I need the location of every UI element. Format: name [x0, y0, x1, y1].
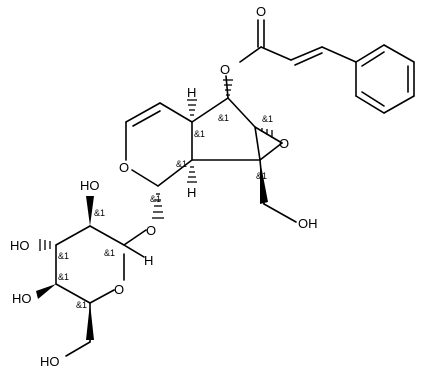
atom-o-epoxide: O [279, 136, 289, 151]
atom-oh-c2: HO [80, 178, 100, 193]
stereo-label: &1 [94, 208, 105, 218]
stereo-label: &1 [58, 251, 69, 261]
stereo-label: &1 [76, 300, 87, 310]
atom-h-c9: H [187, 85, 196, 100]
stereo-bond-layer [36, 79, 273, 340]
atom-oh-ch2: OH [298, 216, 318, 231]
stereo-label: &1 [256, 171, 267, 181]
stereo-label: &1 [104, 248, 115, 258]
stereo-label: &1 [218, 113, 229, 123]
atom-o-ester: O [220, 62, 230, 77]
atom-h-c1p: H [144, 253, 153, 268]
atom-label-layer: O O O O OH O HO HO HO O HO H H H [10, 4, 318, 369]
bond-layer [55, 19, 415, 357]
atom-o-glycoside: O [146, 223, 156, 238]
atom-oh-c3: HO [10, 238, 30, 253]
stereo-label: &1 [194, 129, 205, 139]
stereo-label: &1 [262, 114, 273, 124]
atom-oh-c4: HO [12, 291, 32, 306]
atom-o-pyran: O [119, 160, 129, 175]
atom-o-carbonyl: O [256, 4, 266, 19]
atom-oh-c6: HO [40, 354, 60, 369]
atom-h-c8: H [187, 185, 196, 200]
atom-o-sugar-ring: O [114, 282, 124, 297]
stereo-label-layer: &1 &1 &1 &1 &1 &1 &1 &1 &1 &1 &1 [58, 113, 273, 310]
stereo-label: &1 [176, 159, 187, 169]
stereo-label: &1 [150, 194, 161, 204]
stereo-label: &1 [58, 272, 69, 282]
